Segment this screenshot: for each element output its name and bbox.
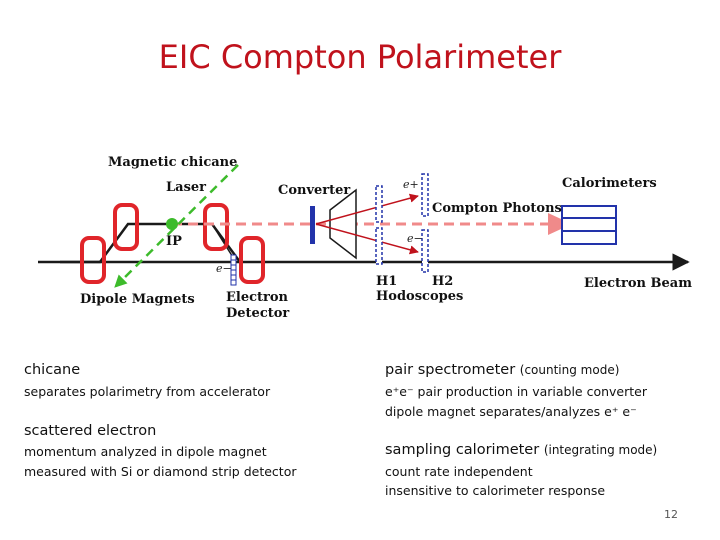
e-plus-track bbox=[315, 193, 419, 225]
label-h1: H1 bbox=[376, 274, 397, 289]
pair-spectrometer-line-2: dipole magnet separates/analyzes e⁺ e⁻ bbox=[385, 404, 637, 419]
sampling-calorimeter-title: sampling calorimeter bbox=[385, 442, 540, 458]
laser-line bbox=[114, 164, 239, 288]
dipole-magnet-1 bbox=[80, 236, 106, 284]
chicane-heading: chicane bbox=[24, 362, 81, 378]
label-converter: Converter bbox=[278, 183, 350, 198]
label-e-plus: e+ bbox=[403, 178, 419, 191]
pair-spectrometer-title: pair spectrometer bbox=[385, 362, 516, 378]
label-ip: IP bbox=[166, 234, 182, 249]
label-hodoscopes: Hodoscopes bbox=[376, 289, 463, 304]
dipole-magnet-4 bbox=[239, 236, 265, 284]
page-number: 12 bbox=[664, 508, 678, 521]
label-compton-photons: Compton Photons bbox=[432, 201, 562, 216]
converter-block bbox=[310, 206, 315, 244]
label-h2: H2 bbox=[432, 274, 453, 289]
hodoscope-h1 bbox=[375, 185, 383, 265]
sampling-calorimeter-line-2: insensitive to calorimeter response bbox=[385, 483, 606, 498]
pair-spectrometer-heading: pair spectrometer (counting mode) bbox=[385, 362, 619, 378]
label-electron-beam: Electron Beam bbox=[584, 276, 692, 291]
hodoscope-h2 bbox=[421, 173, 429, 273]
label-electron-detector-2: Detector bbox=[226, 306, 289, 321]
sampling-calorimeter-heading: sampling calorimeter (integrating mode) bbox=[385, 442, 657, 458]
calorimeters bbox=[561, 205, 617, 245]
compton-photons-arrowhead bbox=[548, 213, 572, 235]
scattered-electron-heading: scattered electron bbox=[24, 423, 157, 439]
label-e-minus-detector: e− bbox=[216, 262, 232, 275]
chicane-beam-path bbox=[60, 222, 242, 264]
label-calorimeters: Calorimeters bbox=[562, 176, 657, 191]
dipole-magnet-2 bbox=[113, 203, 139, 251]
label-e-minus-mid: e− bbox=[407, 232, 423, 245]
pair-spectrometer-mode: (counting mode) bbox=[519, 363, 620, 377]
slide-title: EIC Compton Polarimeter bbox=[158, 38, 562, 76]
scattered-electron-line-1: momentum analyzed in dipole magnet bbox=[24, 444, 267, 459]
sampling-calorimeter-mode: (integrating mode) bbox=[543, 443, 658, 457]
e-minus-track bbox=[315, 223, 419, 255]
label-laser: Laser bbox=[166, 180, 206, 195]
scattered-electron-line-2: measured with Si or diamond strip detect… bbox=[24, 464, 297, 479]
converter-magnet bbox=[329, 188, 357, 260]
chicane-line-1: separates polarimetry from accelerator bbox=[24, 384, 271, 399]
dipole-magnet-3 bbox=[203, 203, 229, 251]
sampling-calorimeter-line-1: count rate independent bbox=[385, 464, 533, 479]
label-magnetic-chicane: Magnetic chicane bbox=[108, 155, 237, 170]
label-electron-detector-1: Electron bbox=[226, 290, 289, 305]
electron-detector bbox=[230, 254, 237, 286]
ip-marker bbox=[166, 218, 178, 230]
label-dipole-magnets: Dipole Magnets bbox=[80, 292, 195, 307]
pair-spectrometer-line-1: e⁺e⁻ pair production in variable convert… bbox=[385, 384, 647, 399]
